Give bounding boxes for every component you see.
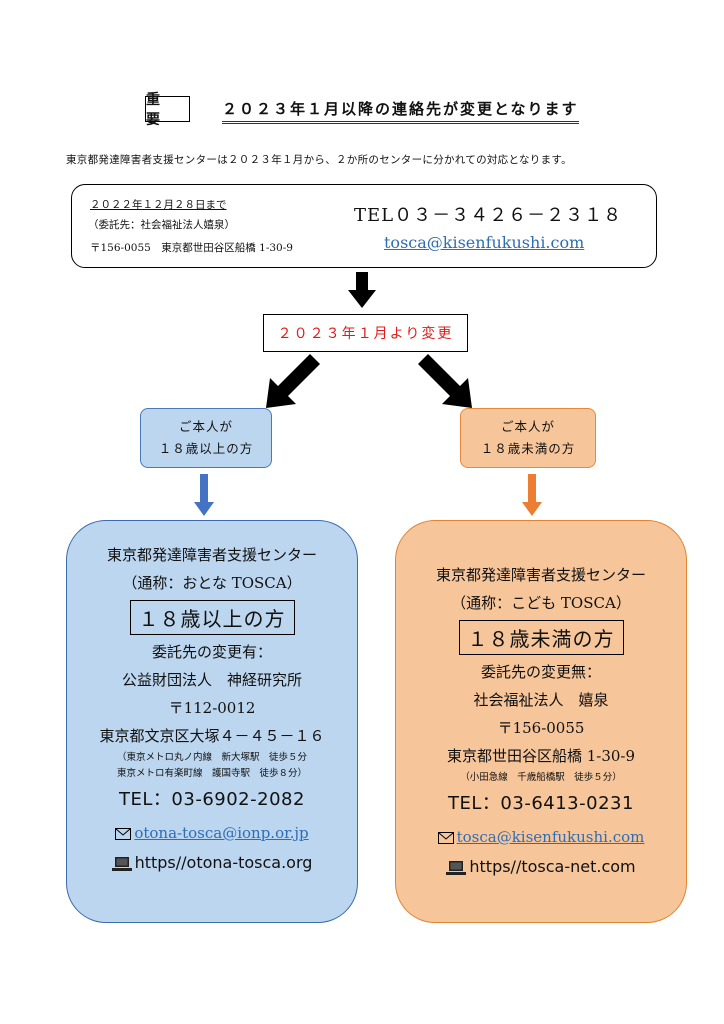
adult-consignee: 公益財団法人 神経研究所: [121, 671, 302, 689]
current-address: 〒156-0055 東京都世田谷区船橋 1-30-9: [90, 242, 293, 254]
child-center-box: 東京都発達障害者支援センター （通称：こども TOSCA） １８歳未満の方 委託…: [395, 520, 687, 923]
child-nickname: （通称：こども TOSCA）: [451, 594, 631, 612]
current-until-date: ２０２２年１２月２８日まで: [90, 199, 227, 211]
arrow-down-right-icon: [418, 352, 472, 408]
adult-access-2: 東京メトロ有楽町線 護国寺駅 徒歩８分）: [116, 768, 307, 779]
page-title: ２０２３年１月以降の連絡先が変更となります: [222, 98, 579, 124]
laptop-icon: [446, 860, 467, 875]
adult-center-name: 東京都発達障害者支援センター: [106, 546, 317, 564]
adult-access-1: （東京メトロ丸ノ内線 新大塚駅 徒歩５分: [116, 752, 307, 763]
adult-tel: TEL：03-6902-2082: [119, 789, 305, 810]
current-email-link[interactable]: tosca@kisenfukushi.com: [384, 233, 585, 252]
adult-consign-change: 委託先の変更有：: [151, 643, 272, 661]
child-access-1: （小田急線 千歳船橋駅 徒歩５分）: [460, 772, 622, 783]
adult-address: 東京都文京区大塚４－４５－１６: [99, 727, 325, 745]
child-consign-change: 委託先の変更無：: [480, 663, 601, 681]
child-tel: TEL：03-6413-0231: [448, 793, 634, 814]
child-target-line1: ご本人が: [500, 419, 555, 434]
change-notice: ２０２３年１月より変更: [263, 314, 468, 352]
child-postal-code: 〒156-0055: [497, 719, 585, 737]
child-target-box: ご本人が １８歳未満の方: [460, 408, 596, 468]
child-center-name: 東京都発達障害者支援センター: [435, 566, 646, 584]
adult-age-label: １８歳以上の方: [129, 600, 295, 635]
adult-web-row: https//otona-tosca.org: [111, 848, 313, 878]
adult-postal-code: 〒112-0012: [168, 699, 256, 717]
laptop-icon: [111, 856, 132, 871]
orange-arrow-down-icon: [522, 474, 542, 516]
child-web-link[interactable]: https//tosca-net.com: [469, 857, 636, 876]
adult-target-line2: １８歳以上の方: [158, 441, 254, 456]
child-email-link[interactable]: tosca@kisenfukushi.com: [456, 828, 645, 846]
adult-target-line1: ご本人が: [178, 419, 233, 434]
adult-email-row: otona-tosca@ionp.or.jp: [115, 818, 309, 848]
envelope-icon: [115, 828, 132, 840]
child-target-line2: １８歳未満の方: [480, 441, 576, 456]
child-age-label: １８歳未満の方: [458, 620, 624, 655]
blue-arrow-down-icon: [194, 474, 214, 516]
adult-email-link[interactable]: otona-tosca@ionp.or.jp: [134, 824, 309, 842]
envelope-icon: [437, 832, 454, 844]
adult-target-box: ご本人が １８歳以上の方: [140, 408, 272, 468]
current-contact-box: ２０２２年１２月２８日まで （委託先：社会福祉法人嬉泉） 〒156-0055 東…: [71, 184, 657, 268]
child-address: 東京都世田谷区船橋 1-30-9: [446, 747, 636, 765]
adult-web-link[interactable]: https//otona-tosca.org: [134, 853, 313, 872]
child-email-row: tosca@kisenfukushi.com: [437, 822, 645, 852]
important-badge: 重 要: [145, 92, 190, 128]
adult-nickname: （通称：おとな TOSCA）: [122, 574, 302, 592]
intro-text: 東京都発達障害者支援センターは２０２３年１月から、２か所のセンターに分かれての対…: [66, 154, 572, 166]
child-consignee: 社会福祉法人 嬉泉: [473, 691, 609, 709]
arrow-down-icon: [348, 272, 376, 308]
current-consignee: （委託先：社会福祉法人嬉泉）: [88, 219, 235, 231]
current-tel: TEL０３－３４２６－２３１８: [354, 205, 623, 226]
adult-center-box: 東京都発達障害者支援センター （通称：おとな TOSCA） １８歳以上の方 委託…: [66, 520, 358, 923]
child-web-row: https//tosca-net.com: [446, 852, 636, 882]
arrow-down-left-icon: [266, 352, 320, 408]
